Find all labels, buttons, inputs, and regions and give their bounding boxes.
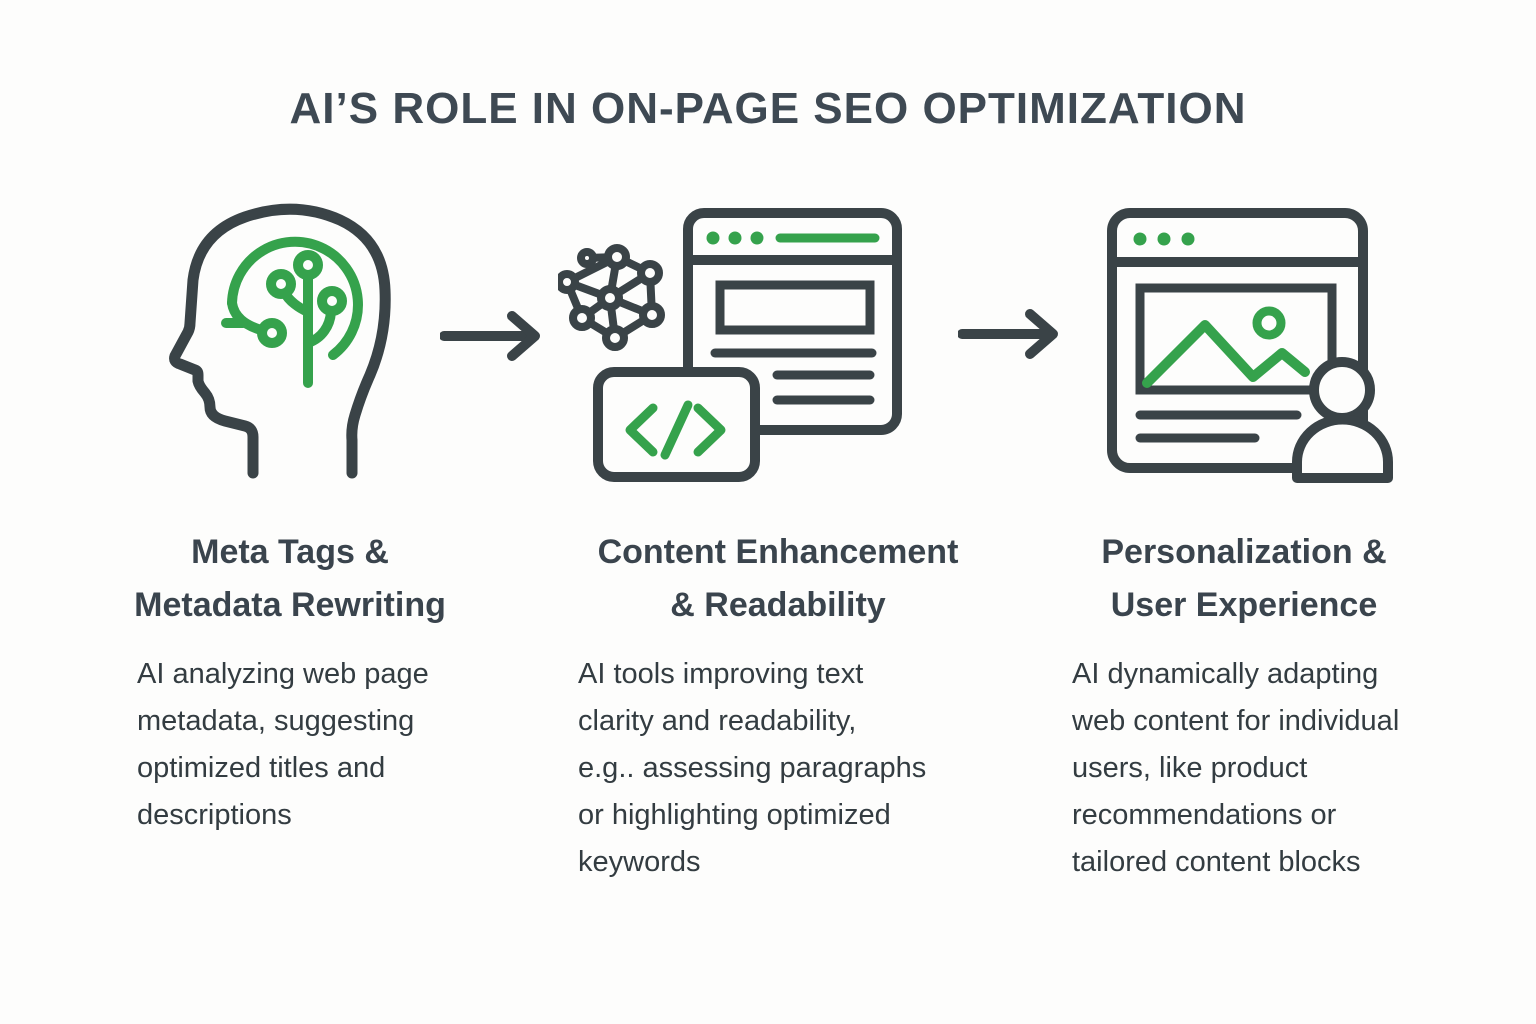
- code-glyph: [625, 400, 726, 460]
- webpage-code-icon: [558, 208, 902, 482]
- personalized-webpage-icon: [1107, 208, 1393, 483]
- column-content-enhancement: Content Enhancement & Readability AI too…: [548, 0, 1008, 1024]
- column-description: AI dynamically adapting web content for …: [1072, 658, 1400, 878]
- ai-head-icon: [169, 203, 391, 479]
- column-personalization: Personalization & User Experience AI dyn…: [1014, 0, 1474, 1024]
- column-meta-tags: Meta Tags & Metadata Rewriting AI analyz…: [60, 0, 520, 1024]
- right-arrow-icon: [958, 309, 1058, 359]
- column-heading: Personalization & User Experience: [1101, 533, 1387, 624]
- page-title: AI’S ROLE IN ON-PAGE SEO OPTIMIZATION: [289, 84, 1247, 133]
- image-placeholder: [1135, 283, 1337, 395]
- column-heading: Content Enhancement & Readability: [597, 533, 959, 624]
- network-graph: [558, 244, 665, 351]
- head-outline: [169, 203, 391, 479]
- circuit-brain: [221, 236, 363, 388]
- right-arrow-icon: [440, 311, 540, 361]
- browser-window: [1107, 208, 1368, 473]
- column-description: AI tools improving text clarity and read…: [578, 658, 927, 878]
- code-block: [593, 367, 760, 482]
- column-heading: Meta Tags & Metadata Rewriting: [134, 533, 446, 624]
- user-avatar: [1292, 357, 1393, 483]
- column-description: AI analyzing web page metadata, suggesti…: [137, 658, 429, 831]
